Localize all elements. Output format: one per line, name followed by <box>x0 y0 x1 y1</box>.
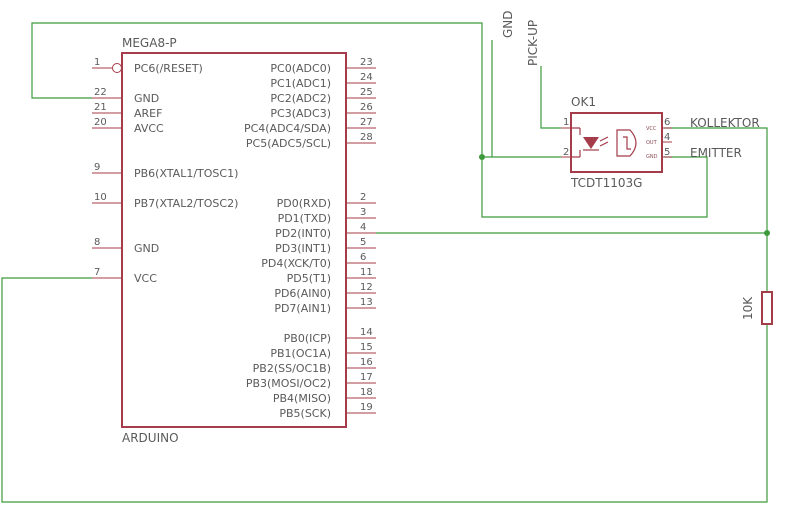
opto-pin-5-num: 5 <box>664 147 670 158</box>
junction-int0 <box>764 230 770 236</box>
mcu-pin-number: 23 <box>360 57 373 68</box>
mcu-pin-number: 28 <box>360 132 373 143</box>
reset-inversion-bubble <box>112 63 122 73</box>
mcu-pin-name: PC4(ADC4/SDA) <box>244 122 331 135</box>
mcu-pin-name: AVCC <box>134 122 164 135</box>
mcu-pin-number: 18 <box>360 387 373 398</box>
mcu-pin-name: PB0(ICP) <box>284 332 331 345</box>
net-label-kollektor: KOLLEKTOR <box>690 116 760 130</box>
mcu-pin-number: 5 <box>360 237 366 248</box>
mcu-pin-number: 10 <box>94 192 107 203</box>
opto-value: TCDT1103G <box>570 176 642 190</box>
mcu-pin-name: PB1(OC1A) <box>270 347 331 360</box>
mcu-pin-number: 25 <box>360 87 373 98</box>
mcu-pin-name: PC3(ADC3) <box>270 107 331 120</box>
mcu-pin-name: PB6(XTAL1/TOSC1) <box>134 167 238 180</box>
mcu-pin-number: 6 <box>360 252 366 263</box>
opto-led-icon <box>571 127 609 158</box>
optocoupler: OK1 TCDT1103G 1 2 6 4 5 VCC OUT GND <box>561 95 672 190</box>
wire-gnd-loop <box>31 22 561 158</box>
mcu-pin-number: 13 <box>360 297 373 308</box>
mcu-pin-name: PD5(T1) <box>287 272 331 285</box>
wires <box>1 22 770 503</box>
wire-vcc <box>1 277 768 503</box>
wire-kollektor <box>664 127 768 292</box>
mcu-pin-number: 1 <box>94 57 100 68</box>
mcu-pin-number: 11 <box>360 267 373 278</box>
opto-pin-4-num: 4 <box>664 132 670 143</box>
mcu-body <box>121 52 347 428</box>
opto-out-label: OUT <box>646 140 658 146</box>
opto-pin-2-num: 2 <box>563 147 569 158</box>
mcu-pin-number: 22 <box>94 87 107 98</box>
opto-pin-1-num: 1 <box>563 117 569 128</box>
mcu-pin-name: PD2(INT0) <box>275 227 331 240</box>
mcu-name: MEGA8-P <box>122 36 177 50</box>
mcu-pin-number: 26 <box>360 102 373 113</box>
mcu-pin-name: PC5(ADC5/SCL) <box>246 137 331 150</box>
mcu-pin-number: 15 <box>360 342 373 353</box>
wire-pickup <box>540 66 561 129</box>
mcu-pin-name: PD1(TXD) <box>278 212 331 225</box>
mcu-pin-name: PC2(ADC2) <box>270 92 331 105</box>
mcu-pin-number: 16 <box>360 357 373 368</box>
resistor: 10K <box>741 291 773 325</box>
net-label-emitter: EMITTER <box>690 146 742 160</box>
opto-vcc-label: VCC <box>646 126 657 132</box>
mcu-pin-number: 8 <box>94 237 100 248</box>
mcu-pin-number: 12 <box>360 282 373 293</box>
mcu-pin-number: 9 <box>94 162 100 173</box>
junction-gnd <box>479 154 485 160</box>
mcu-pin-name: PC6(/RESET) <box>134 62 203 75</box>
mcu-pin-number: 24 <box>360 72 373 83</box>
mcu-pin-name: VCC <box>134 272 157 285</box>
mcu-pin-name: PB7(XTAL2/TOSC2) <box>134 197 238 210</box>
mcu-pin-name: PB3(MOSI/OC2) <box>246 377 331 390</box>
mcu-pin-name: PD4(XCK/T0) <box>261 257 331 270</box>
mcu-pin-name: PD0(RXD) <box>277 197 331 210</box>
opto-pin-6-num: 6 <box>664 117 670 128</box>
opto-gnd-label: GND <box>646 154 658 160</box>
resistor-body <box>761 291 773 325</box>
mcu-pin-number: 20 <box>94 117 107 128</box>
mcu-pin-number: 3 <box>360 207 366 218</box>
mcu-pin-name: PB5(SCK) <box>279 407 331 420</box>
mcu-pin-name: GND <box>134 92 159 105</box>
mcu-pin-number: 14 <box>360 327 373 338</box>
mcu-pin-number: 19 <box>360 402 373 413</box>
mcu-pin-name: AREF <box>134 107 162 120</box>
mcu-pin-name: PC0(ADC0) <box>270 62 331 75</box>
net-label-pickup: PICK-UP <box>526 20 540 66</box>
opto-detector-icon <box>616 129 637 157</box>
mcu-pin-name: PC1(ADC1) <box>270 77 331 90</box>
mcu-pin-number: 2 <box>360 192 366 203</box>
mcu-value: ARDUINO <box>122 431 179 445</box>
mcu-pin-name: PD7(AIN1) <box>274 302 331 315</box>
mcu-pin-name: PB4(MISO) <box>273 392 331 405</box>
wire-emitter <box>481 156 708 218</box>
mcu-pin-number: 17 <box>360 372 373 383</box>
mcu-pin-name: GND <box>134 242 159 255</box>
net-label-gnd: GND <box>501 10 515 38</box>
mcu-pin-name: PB2(SS/OC1B) <box>253 362 331 375</box>
mcu-pin-name: PD3(INT1) <box>275 242 331 255</box>
mcu-pin-number: 7 <box>94 267 100 278</box>
resistor-value: 10K <box>741 296 755 320</box>
mcu-pin-number: 27 <box>360 117 373 128</box>
opto-name: OK1 <box>571 95 596 109</box>
mcu-pin-number: 4 <box>360 222 366 233</box>
mcu-right-pins: 23PC0(ADC0)24PC1(ADC1)25PC2(ADC2)26PC3(A… <box>244 57 376 420</box>
mcu-pin-number: 21 <box>94 102 107 113</box>
mcu-pin-name: PD6(AIN0) <box>274 287 331 300</box>
